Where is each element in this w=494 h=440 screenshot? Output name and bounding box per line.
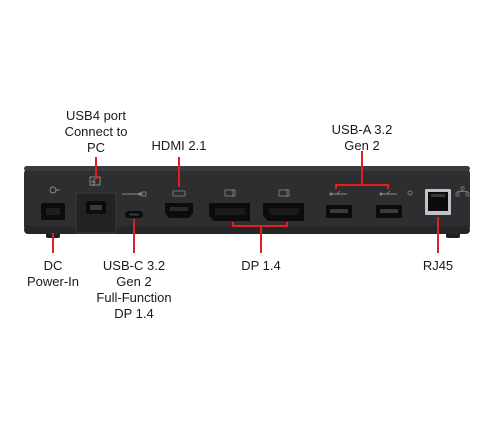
- label-usba-line-1: USB-A 3.2: [331, 122, 393, 137]
- rj45-clip: [433, 208, 443, 211]
- label-usbc-line-1: USB-C 3.2: [102, 258, 166, 273]
- label-dc: DC Power-In: [13, 258, 93, 290]
- label-usb4-line-2: Connect to: [64, 124, 128, 139]
- label-usbc: USB-C 3.2 Gen 2 Full-Function DP 1.4: [89, 258, 179, 322]
- label-usbc-line-4: DP 1.4: [114, 306, 154, 321]
- label-usb4: USB4 port Connect to PC: [61, 108, 131, 156]
- label-dp: DP 1.4: [226, 258, 296, 274]
- usb-a-port-2-inner: [380, 209, 398, 213]
- usb-icon-2: [379, 190, 397, 196]
- rj45-contacts: [431, 194, 445, 197]
- dock-top-edge: [24, 166, 470, 171]
- dc-port-inner: [46, 208, 60, 215]
- label-dc-line-1: DC: [43, 258, 63, 273]
- label-usba-line-2: Gen 2: [344, 138, 380, 153]
- label-usba: USB-A 3.2 Gen 2: [322, 122, 402, 154]
- usb-c-icon: [122, 191, 147, 197]
- usb-a-port-1-inner: [330, 209, 348, 213]
- label-dp-line-1: DP 1.4: [241, 258, 281, 273]
- displayport-port-1-inner: [215, 208, 245, 215]
- displayport-icon: [224, 189, 236, 197]
- status-indicator-icon: [407, 190, 413, 196]
- hdmi-icon: [172, 190, 186, 197]
- displayport-port-2-inner: [269, 208, 299, 215]
- label-hdmi-line-1: HDMI 2.1: [151, 138, 207, 153]
- displayport-icon-2: [278, 189, 290, 197]
- label-rj45-line-1: RJ45: [422, 258, 454, 273]
- dock-bottom-edge: [24, 226, 470, 234]
- label-usb4-line-1: USB4 port: [66, 108, 126, 123]
- usb4-port-inner: [90, 205, 102, 210]
- label-dc-line-2: Power-In: [26, 274, 80, 289]
- label-usbc-line-2: Gen 2: [116, 274, 152, 289]
- hdmi-port-inner: [170, 207, 188, 211]
- leader-lines: [52, 151, 439, 253]
- power-icon: [49, 186, 60, 194]
- label-usb4-line-3: PC: [86, 140, 106, 155]
- label-usbc-line-3: Full-Function: [96, 290, 172, 305]
- usb-icon: [329, 190, 347, 196]
- usb-c-port-inner: [129, 213, 139, 216]
- label-rj45: RJ45: [408, 258, 468, 274]
- network-icon: [455, 186, 470, 197]
- label-hdmi: HDMI 2.1: [144, 138, 214, 154]
